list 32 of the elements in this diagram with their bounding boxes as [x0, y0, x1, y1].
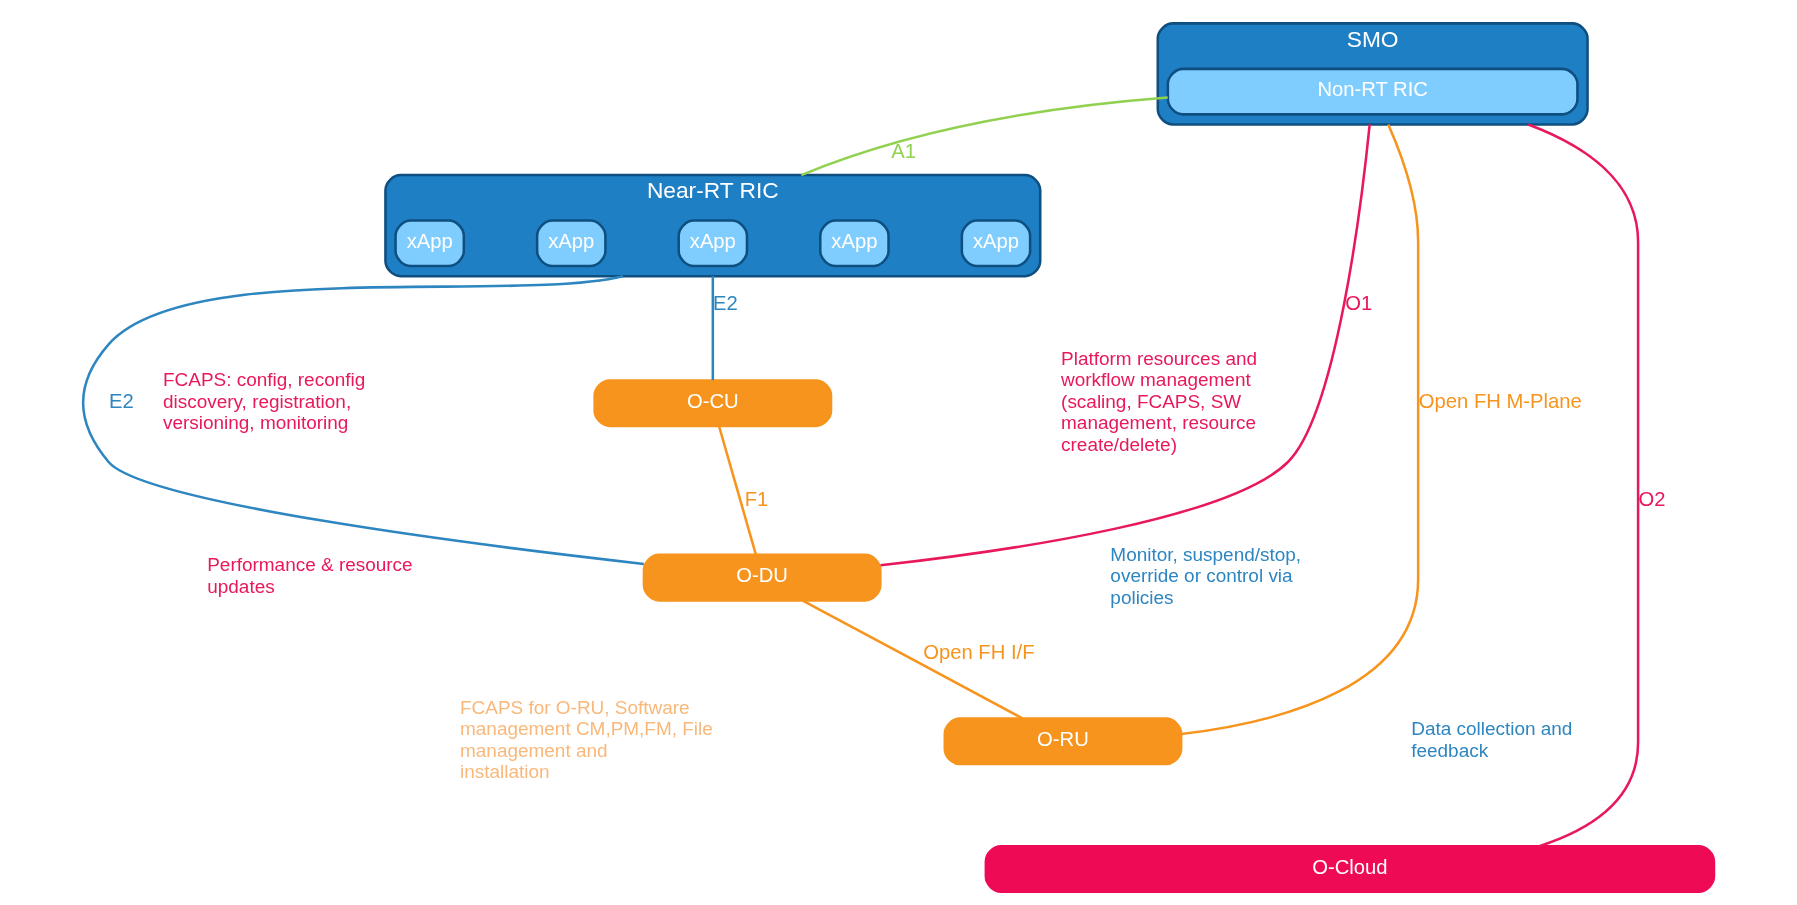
node-box: xApp [819, 219, 890, 268]
node-box: O-RU [943, 717, 1183, 766]
label: Performance & resource updates [207, 554, 413, 597]
node-box: xApp [394, 219, 466, 268]
connector [717, 425, 758, 556]
node-box: O-Cloud [984, 844, 1716, 893]
connector [1181, 123, 1420, 736]
node-box: O-DU [642, 553, 882, 602]
edge-label: Open FH I/F [923, 640, 1035, 663]
edge-label: Open FH M-Plane [1418, 390, 1582, 413]
label: Platform resources and workflow management (scaling, FCAPS, SW management, resource create/delete) [1061, 347, 1258, 455]
node-box: xApp [677, 219, 749, 268]
edge-label: E2 [108, 390, 134, 413]
edge-label: A1 [891, 140, 917, 163]
connector [802, 599, 1024, 720]
connector [880, 124, 1371, 567]
label: FCAPS: config, reconfig discovery, registration, versioning, monitoring [162, 369, 366, 434]
label: Monitor, suspend/stop, override or control via policies [1110, 543, 1302, 608]
label: Data collection and feedback [1411, 718, 1573, 761]
edge-label: O1 [1345, 292, 1373, 315]
connector [800, 96, 1168, 177]
edge-label: O2 [1638, 487, 1666, 510]
node-box: Non-RT RIC [1166, 67, 1579, 116]
label: FCAPS for O-RU, Software management CM,PM,FM, File management and installation [460, 696, 713, 782]
node-box: xApp [535, 219, 607, 268]
node-box: xApp [960, 219, 1032, 268]
connector [1527, 123, 1640, 848]
connector [711, 276, 715, 381]
node-box: O-CU [593, 379, 833, 428]
edge-label: F1 [744, 487, 769, 510]
connector [82, 274, 644, 566]
edge-label: E2 [713, 292, 738, 315]
